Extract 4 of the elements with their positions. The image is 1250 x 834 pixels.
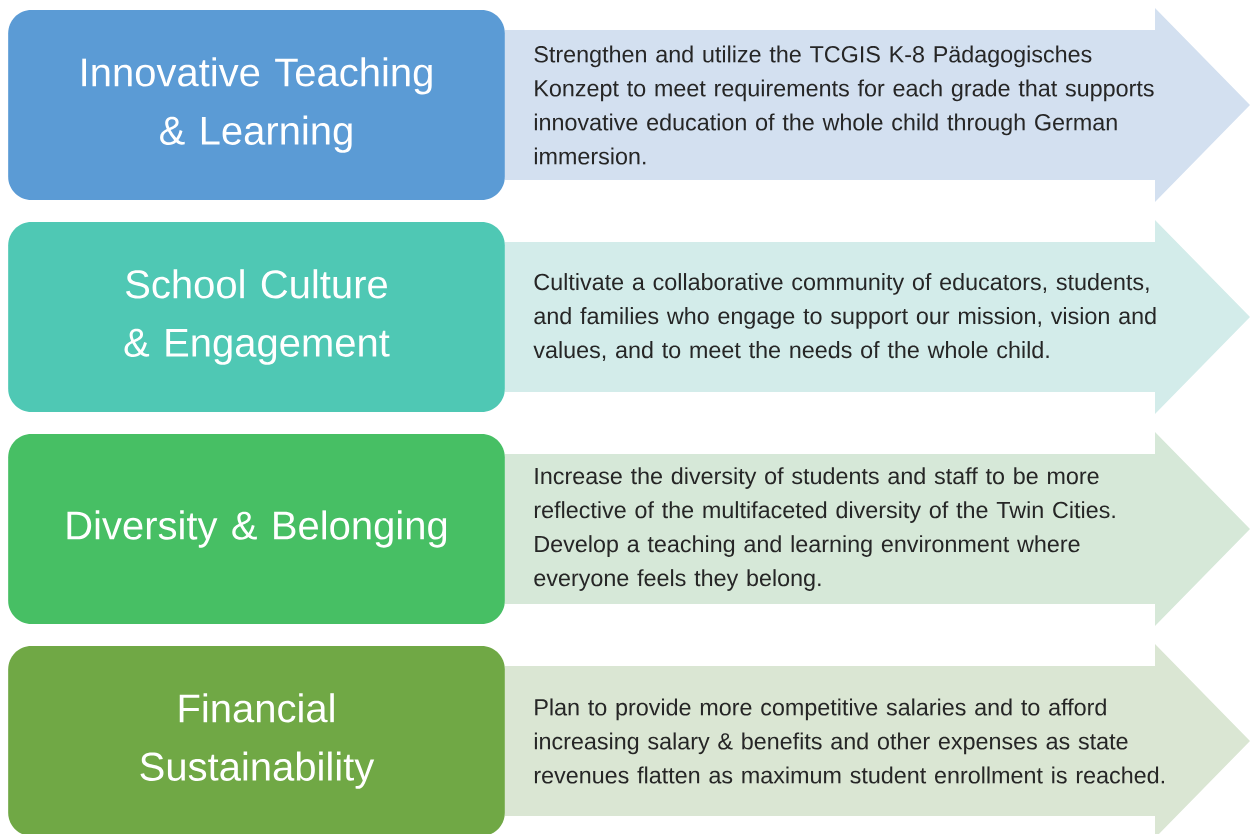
category-box: School Culture & Engagement [8,222,505,412]
category-box: Financial Sustainability [8,646,505,834]
category-box: Diversity & Belonging [8,434,505,624]
category-box: Innovative Teaching & Learning [8,10,505,200]
